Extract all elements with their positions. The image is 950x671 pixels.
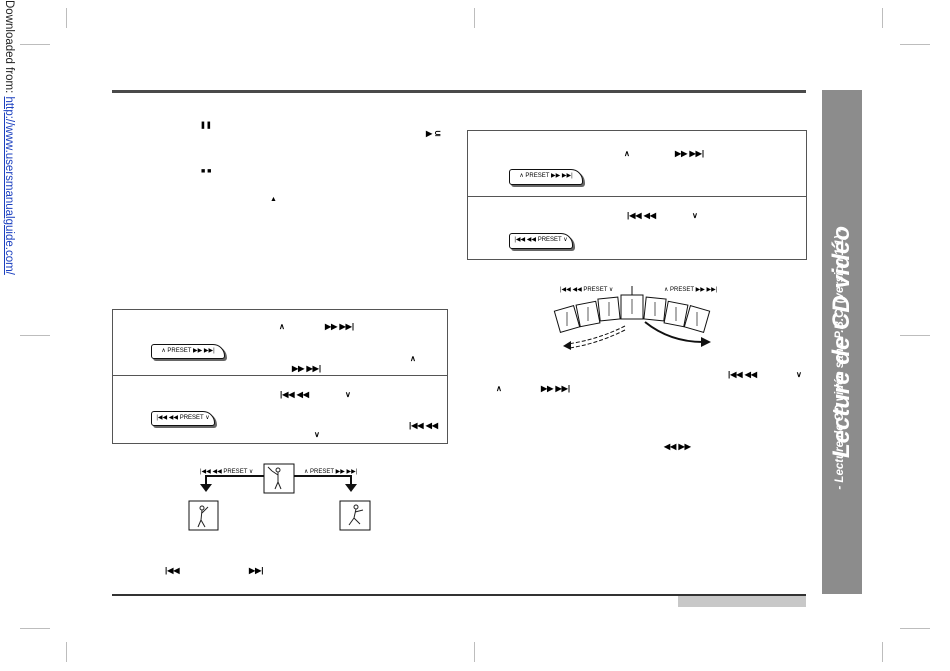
crop-mark — [882, 642, 883, 662]
previous-arrow — [205, 475, 264, 486]
diagram-label-previous: |◀◀ ◀◀ PRESET ∨ — [560, 287, 614, 293]
back-skip-icon: |◀◀ ◀◀ — [409, 421, 439, 430]
up-icon: ∧ — [624, 149, 630, 158]
crop-mark — [900, 335, 930, 336]
back-skip-icon: |◀◀ ◀◀ — [280, 390, 310, 399]
forward-arrow — [644, 321, 704, 343]
up-icon: ∧ — [279, 322, 285, 331]
crop-mark — [900, 628, 930, 629]
left-box-divider — [113, 375, 447, 376]
golfer-figure — [267, 466, 282, 490]
preset-down-button[interactable]: |◀◀ ◀◀ PRESET ∨ — [509, 233, 573, 249]
up-icon: ∧ — [496, 384, 502, 393]
down-icon: ∨ — [345, 390, 351, 399]
section-subtitle: - Lecture de CD vidéo sans P.B.C. (versi… — [834, 228, 846, 490]
preset-up-button[interactable]: ∧ PRESET ▶▶ ▶▶| — [151, 344, 225, 359]
preset-down-button[interactable]: |◀◀ ◀◀ PRESET ∨ — [151, 411, 215, 426]
crop-mark — [474, 8, 475, 28]
download-source-text: Downloaded from: http://www.usersmanualg… — [1, 0, 15, 275]
rewind-fastforward-icon: ◀◀ ▶▶ — [664, 442, 691, 451]
fwd-skip-icon: ▶▶ ▶▶| — [675, 149, 705, 158]
fwd-skip-icon: ▶▶ ▶▶| — [325, 322, 355, 331]
back-skip-icon: |◀◀ ◀◀ — [728, 370, 758, 379]
golfer-figure — [348, 504, 364, 526]
down-icon: ∨ — [692, 211, 698, 220]
diagram-label-next: ∧ PRESET ▶▶ ▶▶| — [664, 287, 718, 293]
backward-arrowhead — [563, 341, 571, 350]
down-icon: ∨ — [796, 370, 802, 379]
fwd-skip-icon: ▶▶ ▶▶| — [541, 384, 571, 393]
forward-arrowhead — [701, 337, 711, 347]
page-number-box — [678, 596, 806, 607]
right-box-divider — [468, 196, 806, 197]
fwd-skip-icon: ▶▶ ▶▶| — [292, 364, 322, 373]
previous-track-frame — [188, 500, 219, 531]
diagram-label-next: ∧ PRESET ▶▶ ▶▶| — [304, 469, 358, 475]
back-skip-icon: |◀◀ ◀◀ — [627, 211, 657, 220]
previous-arrowhead — [200, 484, 212, 492]
stop-icon: ■ ■ — [201, 168, 212, 175]
down-icon: ∨ — [314, 430, 320, 439]
crop-mark — [66, 8, 67, 28]
play-repeat-icon: ▶ ⊆ — [426, 129, 442, 138]
diagram-label-previous: |◀◀ ◀◀ PRESET ∨ — [200, 469, 254, 475]
next-icon: ▶▶| — [249, 566, 264, 575]
skip-sequence-diagram — [553, 286, 711, 350]
eject-icon: ▲ — [270, 196, 277, 203]
section-tab: Lecture de CD vidéo - Lecture de CD vidé… — [822, 90, 862, 594]
next-arrowhead — [345, 484, 357, 492]
crop-mark — [66, 642, 67, 662]
pause-icon: ❚❚ — [200, 122, 212, 129]
crop-mark — [20, 335, 50, 336]
download-prefix: Downloaded from: — [3, 0, 15, 97]
footer-rule — [112, 594, 806, 596]
backward-arrow — [566, 325, 626, 345]
golfer-figure — [197, 505, 209, 528]
crop-mark — [20, 44, 50, 45]
header-rule — [112, 90, 806, 93]
golfer-figures — [566, 299, 698, 326]
track-selection-diagram — [188, 463, 371, 531]
left-instruction-box — [112, 309, 448, 444]
previous-icon: |◀◀ — [165, 566, 180, 575]
preset-up-button[interactable]: ∧ PRESET ▶▶ ▶▶| — [509, 169, 583, 185]
right-instruction-box — [467, 130, 807, 260]
crop-mark — [900, 44, 930, 45]
crop-mark — [20, 628, 50, 629]
download-url-link[interactable]: http://www.usersmanualguide.com/ — [3, 96, 15, 275]
backward-arrow — [568, 329, 626, 349]
crop-mark — [474, 642, 475, 662]
crop-mark — [882, 8, 883, 28]
current-track-frame — [263, 463, 295, 494]
up-icon: ∧ — [410, 354, 416, 363]
next-arrow — [294, 475, 352, 486]
